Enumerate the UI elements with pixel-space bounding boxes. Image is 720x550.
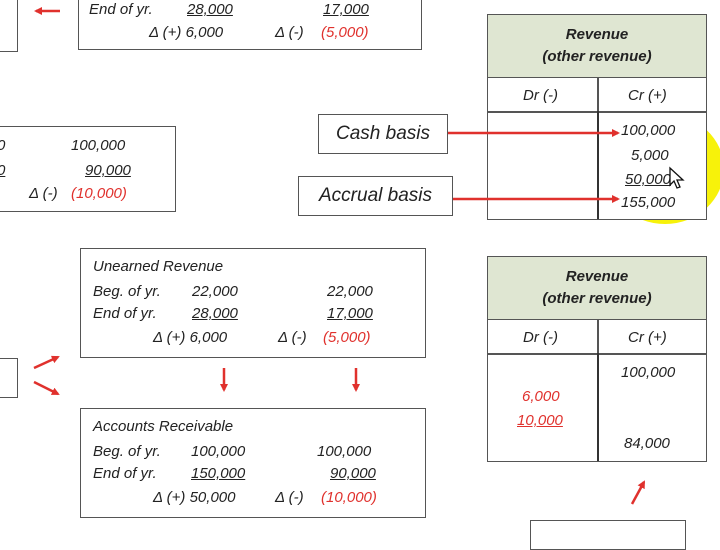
credit-total: 155,000 <box>621 194 676 211</box>
accounts-receivable-summary-box-left: 0 100,000 0 90,000 Δ (-) (10,000) <box>0 126 176 212</box>
row1-left: 0 <box>0 137 5 154</box>
credit-entry-1: 100,000 <box>621 364 676 381</box>
end-value-2: 17,000 <box>323 1 369 18</box>
credit-header: Cr (+) <box>628 329 667 346</box>
credit-header: Cr (+) <box>628 87 667 104</box>
left-edge-box-bottom <box>0 358 18 398</box>
end-of-year-label: End of yr. <box>93 465 157 482</box>
credit-entry-2: 5,000 <box>631 147 669 164</box>
t-account-title: Revenue <box>565 268 629 285</box>
credit-entry-1: 100,000 <box>621 122 676 139</box>
t-account-vertical <box>597 111 599 219</box>
beg-of-year-label: Beg. of yr. <box>93 443 161 460</box>
debit-entry-1: 6,000 <box>522 388 560 405</box>
beg-of-year-label: Beg. of yr. <box>93 283 161 300</box>
arrow-left-up <box>33 355 60 370</box>
unearned-revenue-box: Unearned Revenue Beg. of yr. 22,000 22,0… <box>80 248 426 358</box>
debit-header: Dr (-) <box>523 329 558 346</box>
beg-value-2: 100,000 <box>317 443 372 460</box>
cash-basis-label: Cash basis <box>318 114 448 154</box>
accounts-receivable-box: Accounts Receivable Beg. of yr. 100,000 … <box>80 408 426 518</box>
t-account-title: Revenue <box>565 26 629 43</box>
end-value-1: 150,000 <box>191 465 246 482</box>
end-value-1: 28,000 <box>187 1 233 18</box>
revenue-t-account-bottom: Revenue (other revenue) Dr (-) Cr (+) 10… <box>487 256 707 462</box>
left-edge-box-top <box>0 0 18 52</box>
row1-value: 100,000 <box>71 137 126 154</box>
delta-prefix: Δ (-) <box>29 185 58 202</box>
t-account-column-divider-header <box>597 319 599 353</box>
debit-header: Dr (-) <box>523 87 558 104</box>
credit-entry-3: 50,000 <box>625 171 671 188</box>
delta-increase: Δ (+) 6,000 <box>149 24 224 41</box>
end-value-2: 17,000 <box>327 305 373 322</box>
delta-value: (10,000) <box>71 185 127 202</box>
arrow-left-down <box>33 380 60 396</box>
credit-total: 84,000 <box>624 435 670 452</box>
end-of-year-label: End of yr. <box>93 305 157 322</box>
t-account-column-divider-header <box>597 77 599 111</box>
debit-entry-2: 10,000 <box>517 412 563 429</box>
arrow-up-right <box>630 480 646 505</box>
row2-value: 90,000 <box>85 162 131 179</box>
delta-increase: Δ (+) 50,000 <box>153 489 236 506</box>
delta-decrease-value: (10,000) <box>321 489 377 506</box>
delta-decrease-prefix: Δ (-) <box>278 329 307 346</box>
delta-decrease-prefix: Δ (-) <box>275 24 304 41</box>
beg-value-1: 22,000 <box>192 283 238 300</box>
delta-decrease-prefix: Δ (-) <box>275 489 304 506</box>
delta-increase: Δ (+) 6,000 <box>153 329 228 346</box>
accrual-basis-label: Accrual basis <box>298 176 453 216</box>
delta-decrease-value: (5,000) <box>323 329 371 346</box>
revenue-t-account-top: Revenue (other revenue) Dr (-) Cr (+) 10… <box>487 14 707 220</box>
accounts-receivable-title: Accounts Receivable <box>93 418 234 435</box>
delta-decrease-value: (5,000) <box>321 24 369 41</box>
end-value-2: 90,000 <box>330 465 376 482</box>
t-account-subtitle: (other revenue) <box>542 48 652 65</box>
t-account-subtitle: (other revenue) <box>542 290 652 307</box>
end-of-year-label: End of yr. <box>89 1 153 18</box>
row2-left: 0 <box>0 162 5 179</box>
end-value-1: 28,000 <box>192 305 238 322</box>
beg-value-1: 100,000 <box>191 443 246 460</box>
unearned-revenue-title: Unearned Revenue <box>93 258 224 275</box>
t-account-header: Revenue (other revenue) <box>488 257 706 320</box>
beg-value-2: 22,000 <box>327 283 373 300</box>
unearned-revenue-summary-box-top: End of yr. 28,000 17,000 Δ (+) 6,000 Δ (… <box>78 0 422 50</box>
t-account-vertical <box>597 353 599 461</box>
mouse-cursor-icon <box>669 166 685 189</box>
